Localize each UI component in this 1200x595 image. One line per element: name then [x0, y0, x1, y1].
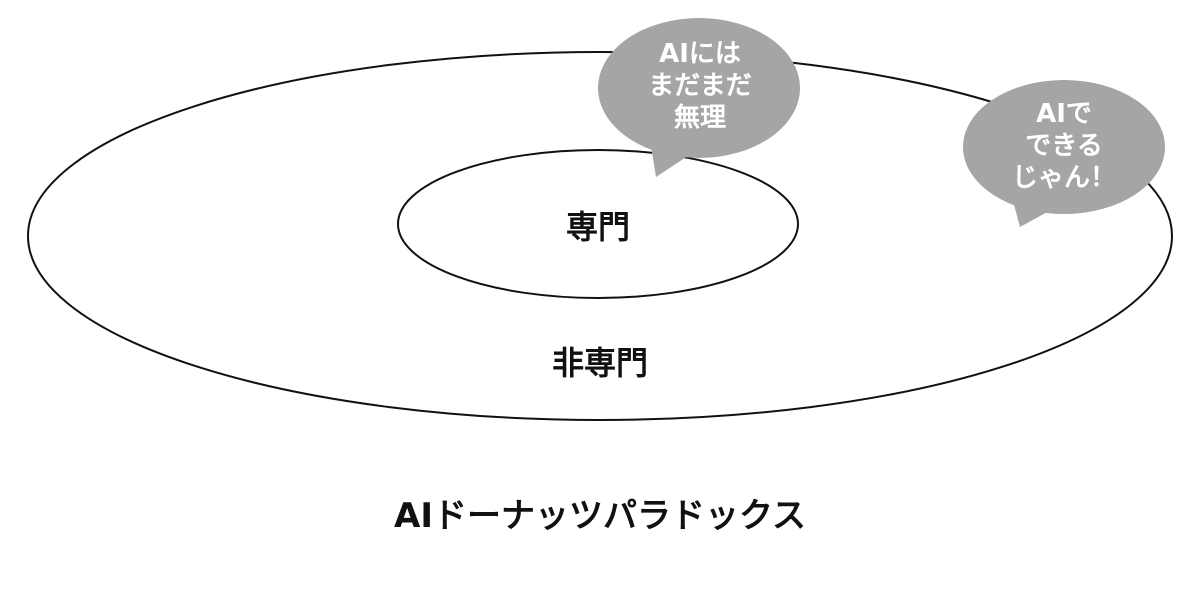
speech-bubble-expert: AIには まだまだ 無理	[648, 39, 752, 133]
inner-ellipse	[397, 149, 799, 299]
inner-label: 専門	[565, 208, 630, 246]
outer-ellipse	[27, 51, 1173, 421]
diagram-title: AIドーナッツパラドックス	[394, 496, 806, 536]
outer-label: 非専門	[551, 344, 648, 382]
speech-bubble-shape-2	[963, 80, 1165, 227]
speech-bubble-shape-1	[598, 18, 800, 177]
speech-bubble-nonexpert: AIで できる じゃん！	[1011, 99, 1116, 193]
